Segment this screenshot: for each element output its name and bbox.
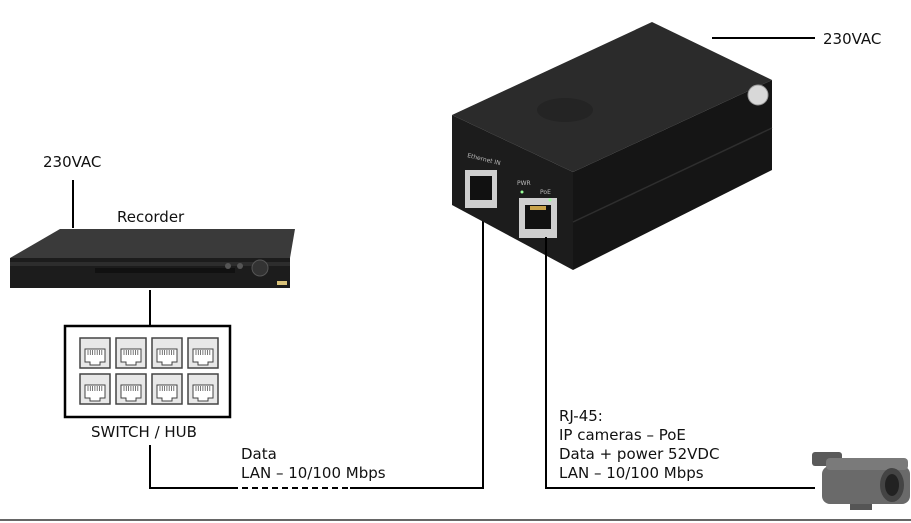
rj45-title-label: RJ-45:	[559, 407, 603, 425]
switch-port	[151, 337, 183, 369]
ip-camera	[812, 452, 910, 510]
recorder-label: Recorder	[117, 208, 185, 226]
pwr-label: PWR	[517, 180, 531, 187]
poe-camera-line	[545, 237, 815, 489]
data-line-left	[149, 445, 232, 489]
data-line-right	[350, 205, 484, 489]
switch-port	[151, 373, 183, 405]
switch-port	[187, 373, 219, 405]
switch-port	[115, 373, 147, 405]
switch-ports	[79, 337, 219, 405]
switch-port	[115, 337, 147, 369]
poe-label: PoE	[540, 189, 551, 196]
rj45-lan-label: LAN – 10/100 Mbps	[559, 464, 704, 482]
switch-port	[79, 337, 111, 369]
poe-injector	[452, 22, 773, 270]
switch-hub-label: SWITCH / HUB	[91, 423, 197, 441]
recorder-device	[10, 229, 295, 288]
rj45-poe-label: IP cameras – PoE	[559, 426, 686, 444]
recorder-power-label: 230VAC	[43, 153, 102, 171]
injector-power-label: 230VAC	[823, 30, 882, 48]
data-speed-label: LAN – 10/100 Mbps	[241, 464, 386, 482]
switch-port	[187, 337, 219, 369]
rj45-power-label: Data + power 52VDC	[559, 445, 720, 463]
data-title-label: Data	[241, 445, 277, 463]
switch-port	[79, 373, 111, 405]
